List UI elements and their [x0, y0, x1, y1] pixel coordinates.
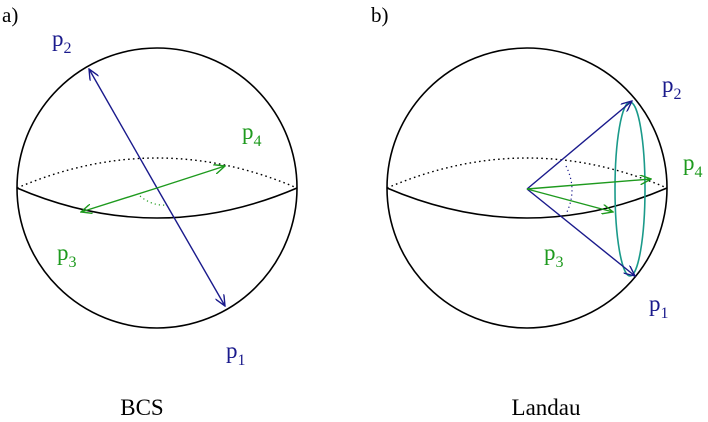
vector-p2-a	[89, 69, 158, 189]
vector-p1-a	[156, 187, 225, 306]
label-p1-a: p1	[226, 338, 246, 369]
vector-p1-b	[526, 188, 635, 276]
panel-bcs: a) p2 p4 p3 p1 BCS	[2, 3, 298, 420]
label-p1-b: p1	[649, 291, 669, 322]
caption-bcs: BCS	[120, 395, 163, 420]
label-p2-a: p2	[52, 26, 72, 57]
cone-ring	[614, 101, 646, 277]
label-p4-b: p4	[683, 150, 703, 181]
hidden-segment-p3-a	[139, 195, 167, 206]
sphere-outline-b	[386, 47, 668, 329]
panel-letter-a: a)	[2, 3, 18, 27]
vector-p4-a	[156, 166, 225, 189]
panel-letter-b: b)	[371, 3, 389, 27]
angle-arc	[565, 165, 573, 215]
vector-p4-b	[526, 179, 651, 190]
caption-landau: Landau	[512, 395, 581, 420]
equator-back-b	[386, 157, 668, 189]
equator-back-a	[16, 157, 298, 189]
equator-front-b	[386, 187, 668, 219]
vector-p3-b	[526, 188, 613, 212]
label-p3-a: p3	[57, 240, 77, 271]
equator-front-a	[16, 187, 298, 219]
label-p2-b: p2	[662, 72, 682, 103]
label-p3-b: p3	[544, 240, 564, 271]
panel-landau: b) p2 p4 p3 p1 Landau	[371, 3, 703, 420]
vector-p2-b	[526, 101, 632, 190]
vector-p3-a	[81, 187, 158, 212]
label-p4-a: p4	[242, 119, 262, 150]
